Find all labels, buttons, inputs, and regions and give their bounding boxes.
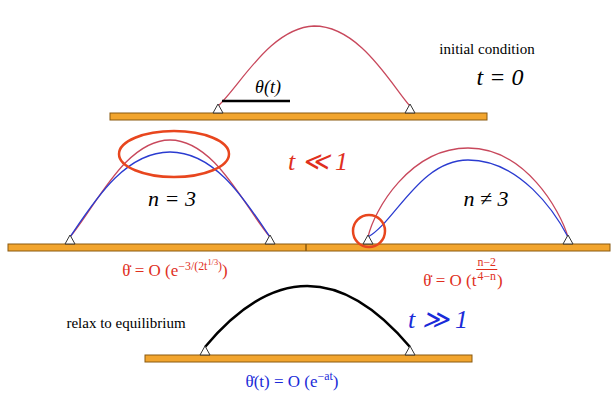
contact-marker [213, 104, 223, 113]
contact-marker [200, 346, 210, 355]
label-group: θ̇(t) = O (e−at) [246, 369, 339, 392]
highlight-circle [353, 215, 385, 247]
label-text: θ̇ = O (e [122, 261, 178, 280]
superscript: n−24−n [476, 269, 497, 283]
label-text: relax to equilibrium [66, 315, 185, 331]
profile-red [70, 140, 270, 237]
label-text: ) [218, 259, 222, 273]
substrate [110, 113, 487, 120]
substrate [145, 355, 472, 362]
label-text: t = 0 [477, 64, 524, 90]
label-group: θ̇ = O (e−3/(2t1/3)) [122, 258, 227, 282]
profile-blue [368, 160, 568, 237]
contact-marker [563, 235, 573, 244]
label-group: n ≠ 3 [463, 186, 508, 212]
label-text: n ≠ 3 [463, 186, 508, 211]
label-text: t ≫ 1 [408, 305, 468, 334]
label-group: relax to equilibrium [66, 314, 185, 332]
label-text: 1/3 [207, 258, 218, 267]
substrate [8, 244, 610, 251]
contact-marker [265, 235, 275, 244]
label-text: n−2 [476, 256, 497, 270]
baseline-segment [222, 100, 290, 103]
superscript: −3/(2t1/3) [178, 259, 222, 273]
substrate-divider [305, 244, 307, 251]
label-text: initial condition [439, 41, 534, 57]
contact-marker [65, 235, 75, 244]
superscript: 1/3 [207, 258, 218, 267]
label-text: t ≪ 1 [288, 147, 348, 176]
label-text: θ(t) [255, 77, 281, 97]
label-text: ) [333, 372, 339, 391]
profile-blue [70, 152, 270, 237]
initial-profile [218, 26, 410, 106]
label-text: θ̇ = O (t [423, 271, 476, 290]
label-group: θ(t) [255, 77, 281, 99]
highlight-ellipse [119, 131, 229, 177]
label-text: n = 3 [148, 186, 196, 211]
label-group: n = 3 [148, 186, 196, 212]
label-text: 4−n [476, 270, 497, 283]
label-text: −at [318, 369, 333, 383]
contact-marker [405, 346, 415, 355]
superscript: −at [318, 369, 333, 383]
label-group: t ≫ 1 [408, 304, 468, 335]
label-text: θ̇(t) = O (e [246, 372, 318, 391]
label-text: ) [497, 271, 503, 290]
fraction: n−24−n [476, 256, 497, 282]
contact-marker [363, 235, 373, 244]
equilibrium-profile [205, 286, 410, 347]
contact-marker [405, 104, 415, 113]
label-group: θ̇ = O (tn−24−n) [423, 256, 502, 291]
label-group: t = 0 [477, 63, 524, 92]
label-group: initial condition [439, 40, 534, 58]
label-group: t ≪ 1 [288, 146, 348, 177]
profile-red [368, 148, 568, 237]
label-text: −3/(2t [178, 259, 207, 273]
label-text: ) [222, 261, 228, 280]
